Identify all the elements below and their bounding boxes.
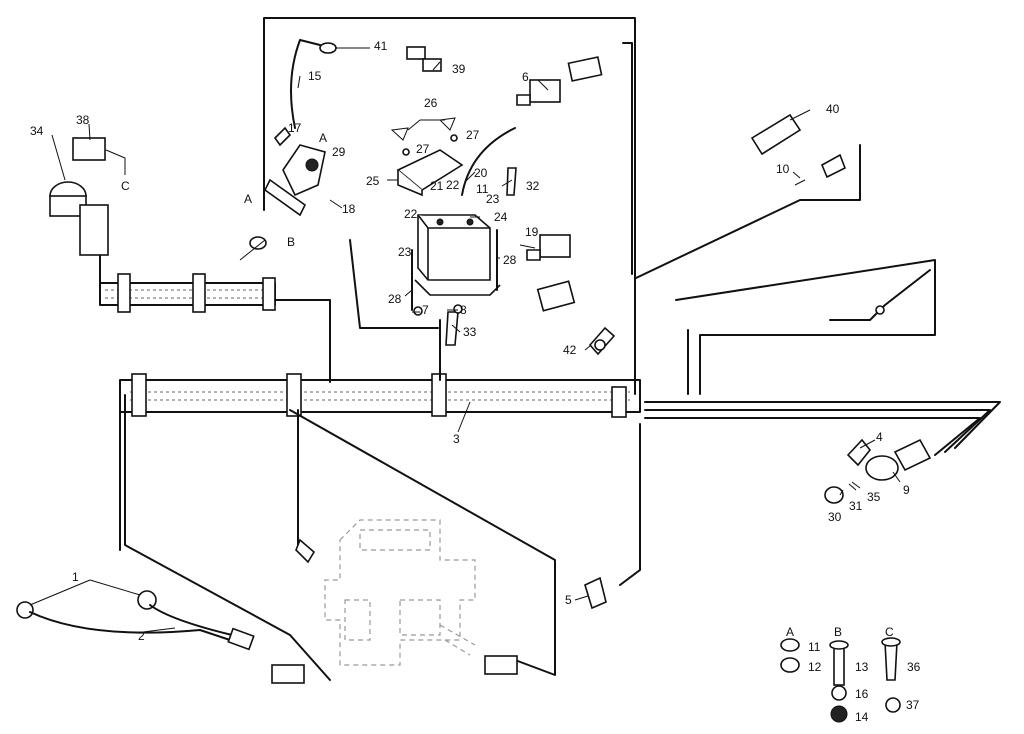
switch-9-part [846, 438, 932, 481]
callout-31: 31 [849, 499, 863, 513]
hold-down-rods [411, 167, 517, 346]
battery-cable [461, 127, 516, 196]
main-harness [119, 373, 641, 418]
callout-14: 14 [855, 710, 869, 724]
letter-c-side: C [121, 179, 130, 193]
connectors-bottom [271, 538, 607, 684]
callout-41: 41 [374, 39, 388, 53]
coil-part [49, 137, 109, 256]
harness-clip [117, 273, 131, 313]
callout-19: 19 [525, 225, 539, 239]
callout-36: 36 [907, 660, 921, 674]
callout-8: 8 [460, 303, 467, 317]
callout-32: 32 [526, 179, 540, 193]
misc-parts [239, 46, 463, 316]
callout-1: 1 [72, 570, 79, 584]
ignition-cable [290, 39, 337, 129]
callout-7: 7 [422, 303, 429, 317]
letter-a-side: A [244, 192, 252, 206]
callout-23b: 23 [398, 245, 412, 259]
callout-27b: 27 [466, 128, 480, 142]
letter-c-legend: C [885, 625, 894, 639]
leader-lines [29, 47, 901, 633]
hardware-legend [780, 637, 901, 723]
harness-clip [192, 273, 206, 313]
callout-37: 37 [906, 698, 920, 712]
callout-16: 16 [855, 687, 869, 701]
callout-29: 29 [332, 145, 346, 159]
callout-9: 9 [903, 483, 910, 497]
harness-clip [131, 373, 147, 417]
connector-10 [794, 153, 847, 186]
callout-11b: 11 [808, 640, 821, 654]
callout-33: 33 [463, 325, 477, 339]
letter-b-side: B [287, 235, 295, 249]
wire-top-loop [263, 17, 636, 395]
callout-22b: 22 [404, 207, 418, 221]
callout-35: 35 [867, 490, 881, 504]
letter-b-legend: B [834, 625, 842, 639]
harness-clip [262, 277, 276, 311]
solenoid-part [263, 144, 326, 217]
callout-4: 4 [876, 430, 883, 444]
callout-5: 5 [565, 593, 572, 607]
ground-wire [829, 269, 931, 321]
callout-24: 24 [494, 210, 508, 224]
light-1-part [16, 590, 255, 651]
relay-6-part [516, 56, 603, 106]
letter-a-top: A [319, 131, 327, 145]
callout-26: 26 [424, 96, 438, 110]
harness-clip [611, 386, 627, 418]
callout-2: 2 [138, 629, 145, 643]
callout-40: 40 [826, 102, 840, 116]
callout-27a: 27 [416, 142, 430, 156]
harness-clip [286, 373, 302, 417]
clamp-42 [588, 326, 616, 356]
callout-15: 15 [308, 69, 322, 83]
callout-labels: 1 2 3 4 5 6 7 8 9 10 11 11 12 13 14 15 1… [30, 39, 921, 724]
battery-cover [396, 149, 464, 197]
callout-28b: 28 [503, 253, 517, 267]
engine-outline [324, 519, 476, 666]
callout-38: 38 [76, 113, 90, 127]
callout-34: 34 [30, 124, 44, 138]
callout-17: 17 [288, 121, 302, 135]
letter-a-legend: A [786, 625, 794, 639]
wire-bottom-loop [119, 239, 556, 681]
harness-clip [431, 373, 447, 417]
callout-30: 30 [828, 510, 842, 524]
callout-3: 3 [453, 432, 460, 446]
callout-6: 6 [522, 70, 529, 84]
callout-10: 10 [776, 162, 790, 176]
callout-23a: 23 [486, 192, 500, 206]
callout-28a: 28 [388, 292, 402, 306]
callout-12: 12 [808, 660, 822, 674]
callout-25: 25 [366, 174, 380, 188]
relay-19-part [526, 234, 576, 312]
wire-right-branches [619, 144, 1001, 586]
callout-42: 42 [563, 343, 577, 357]
callout-20: 20 [474, 166, 488, 180]
battery-part [414, 214, 501, 296]
callout-11a: 11 [476, 182, 489, 196]
callout-22a: 22 [446, 178, 460, 192]
callout-21: 21 [430, 179, 444, 193]
letter-labels: A A A B B C C [121, 131, 894, 639]
callout-39: 39 [452, 62, 466, 76]
decal-40 [750, 113, 802, 156]
callout-13: 13 [855, 660, 869, 674]
upper-harness [99, 254, 331, 383]
callout-18: 18 [342, 202, 356, 216]
key-parts [824, 481, 861, 504]
